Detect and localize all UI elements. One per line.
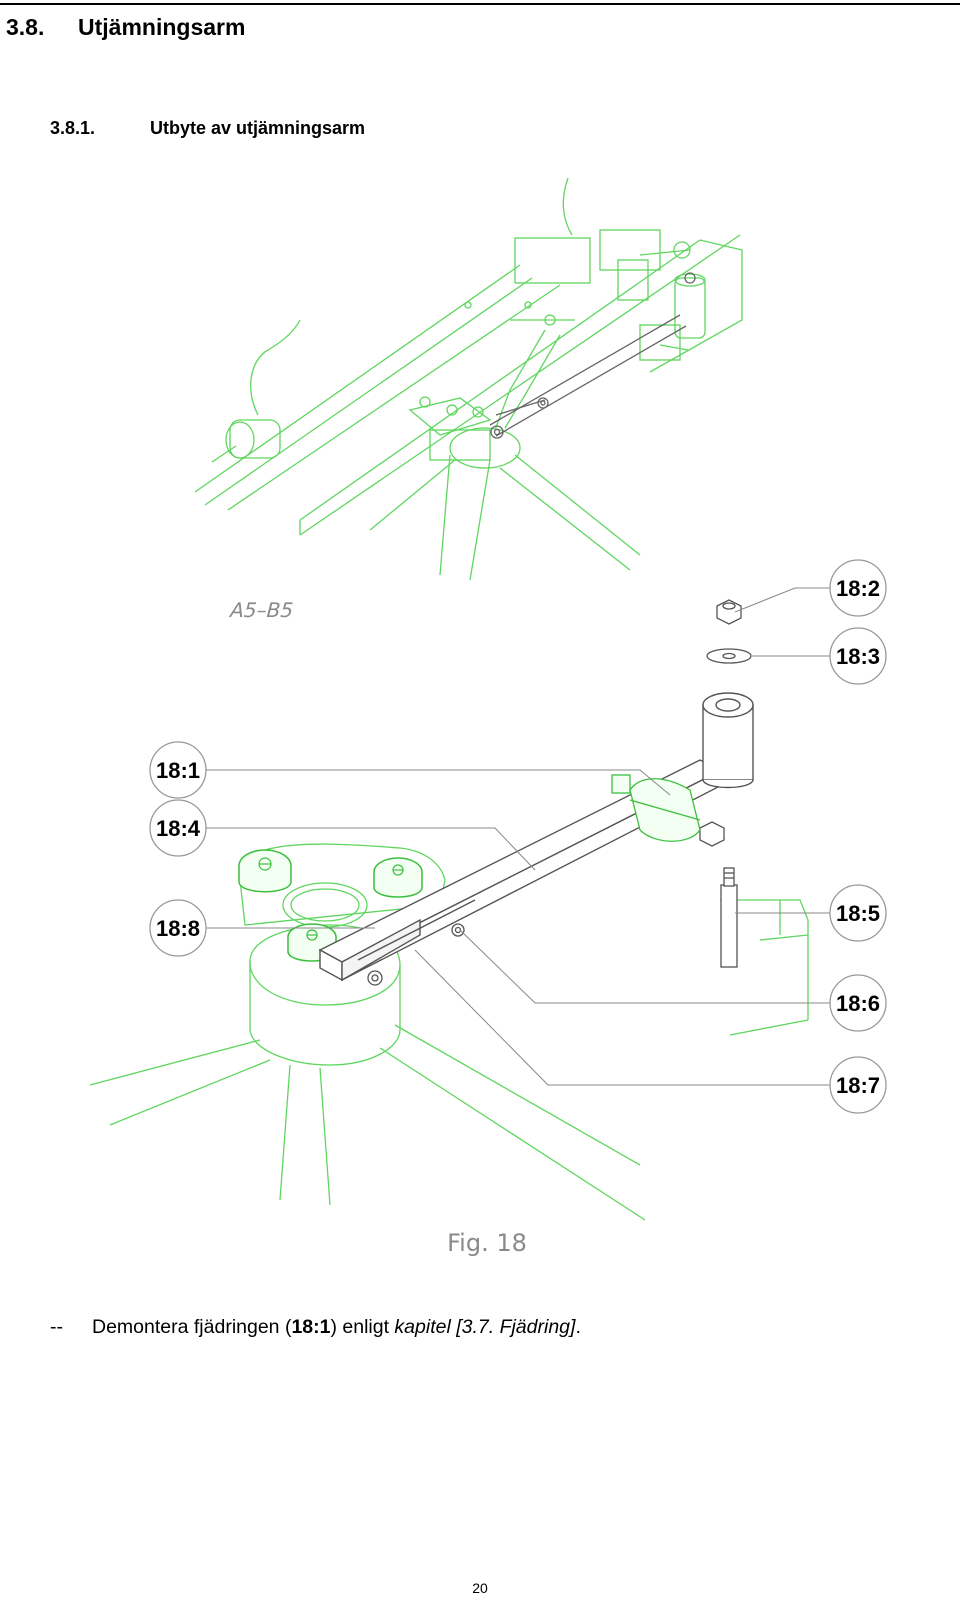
callout-18-7: 18:7 — [829, 1056, 887, 1114]
callout-18-1: 18:1 — [149, 741, 207, 799]
adjustment-knobs — [238, 849, 423, 962]
equalizing-arm — [318, 692, 754, 982]
model-label: A5–B5 — [228, 598, 295, 622]
part-reference: 18:1 — [291, 1316, 331, 1338]
instruction-line: -- Demontera fjädringen (18:1) enligt kap… — [50, 1316, 581, 1339]
section-heading: 3.8. Utjämningsarm — [6, 14, 245, 41]
overview-arm — [489, 272, 696, 439]
exploded-assembly-figure: A5–B5 — [89, 177, 887, 1257]
callout-18-3: 18:3 — [829, 627, 887, 685]
subsection-title: Utbyte av utjämningsarm — [150, 118, 366, 138]
figure-caption: Fig. 18 — [447, 1229, 527, 1257]
callout-label: 18:5 — [836, 901, 880, 926]
callout-18-8: 18:8 — [149, 899, 207, 957]
section-number: 3.8. — [6, 14, 45, 40]
callout-label: 18:2 — [836, 576, 880, 601]
page-number: 20 — [472, 1580, 488, 1596]
instruction-text: Demontera fjädringen ( — [92, 1316, 292, 1338]
subsection-heading: 3.8.1. Utbyte av utjämningsarm — [50, 118, 365, 139]
base-drawing — [89, 843, 809, 1221]
chapter-link[interactable]: kapitel [3.7. Fjädring] — [394, 1316, 576, 1338]
subsection-number: 3.8.1. — [50, 118, 96, 138]
callout-label: 18:1 — [156, 758, 200, 783]
overview-drawing — [194, 177, 743, 581]
instruction-text-middle: ) enligt — [330, 1316, 395, 1338]
callout-label: 18:3 — [836, 644, 880, 669]
fasteners — [367, 599, 752, 986]
callout-18-4: 18:4 — [149, 799, 207, 857]
callout-18-2: 18:2 — [829, 559, 887, 617]
knob-marks — [258, 857, 404, 941]
callout-18-5: 18:5 — [829, 884, 887, 942]
top-rule — [0, 3, 960, 5]
section-title: Utjämningsarm — [78, 14, 246, 40]
callout-label: 18:8 — [156, 916, 200, 941]
callout-label: 18:6 — [836, 991, 880, 1016]
damper-body — [611, 774, 701, 842]
instruction-text-end: . — [575, 1316, 581, 1338]
callout-18-6: 18:6 — [829, 974, 887, 1032]
callout-label: 18:4 — [156, 816, 201, 841]
bullet-dash: -- — [50, 1316, 63, 1338]
callout-label: 18:7 — [836, 1073, 880, 1098]
leader-lines — [205, 587, 832, 1086]
